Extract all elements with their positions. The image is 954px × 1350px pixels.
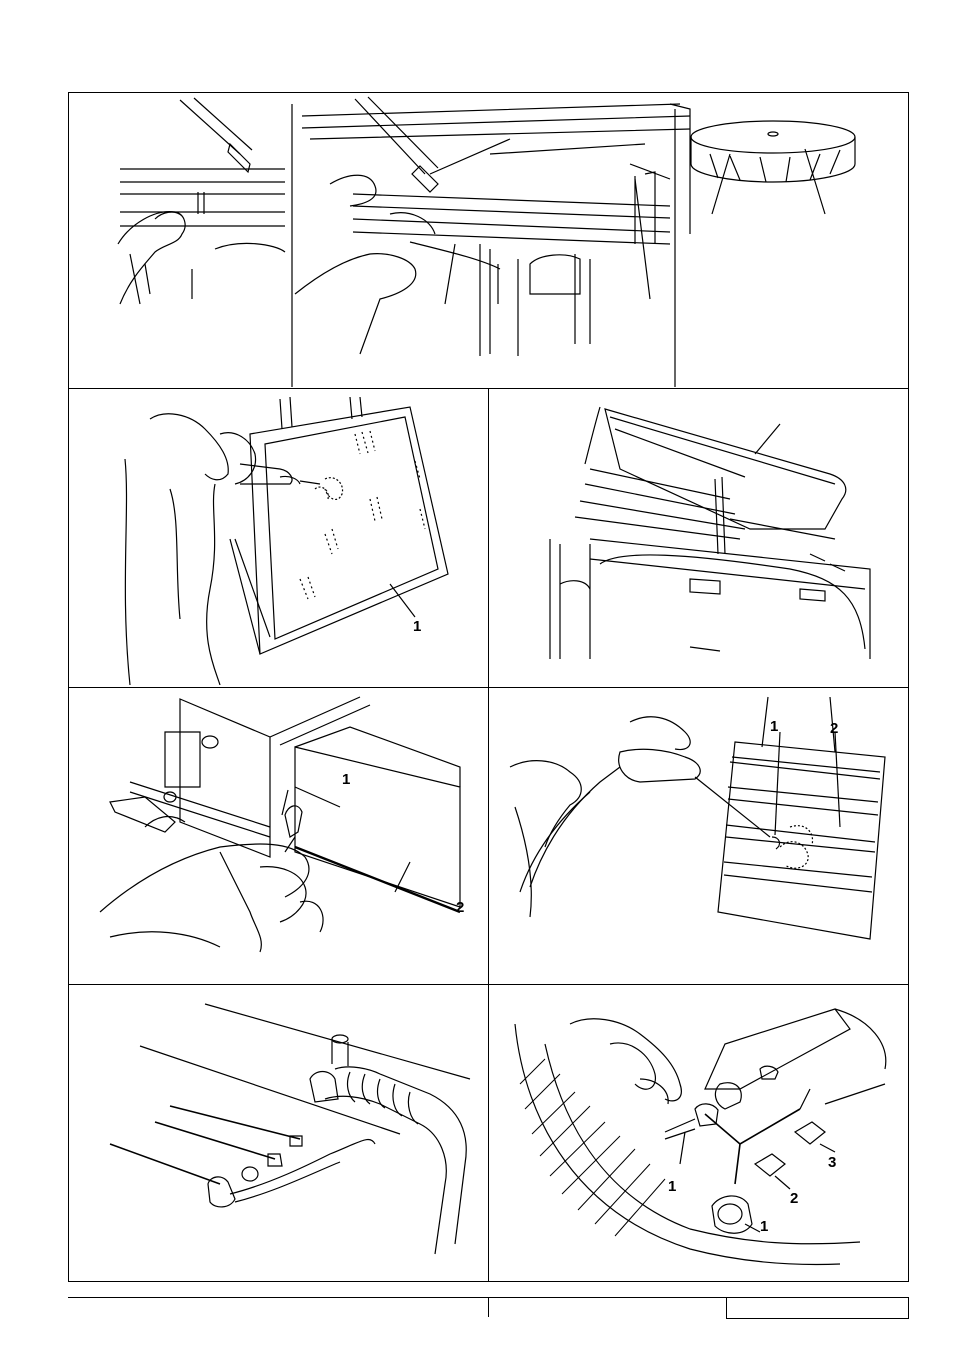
clamp [110,792,176,832]
leader-2 [835,732,840,827]
leader-1b [745,1224,760,1232]
nozzle-body [665,1009,886,1139]
callout-label: 1 [413,619,421,634]
fitting-and-parts [208,1072,375,1207]
leader-1 [390,584,415,617]
leader-3 [820,1144,835,1152]
leader-1a [680,1132,685,1164]
leader-2 [775,1176,790,1189]
machine-body [550,539,870,659]
housing [130,697,460,912]
callout-label: 1 [342,772,350,787]
hand [570,1019,681,1104]
column-divider [488,388,489,1281]
footer-divider [488,1297,489,1317]
panel-nozzle-hose [70,984,487,1280]
tank-curve [515,1024,860,1264]
spray-cloud [315,478,343,500]
panel-filter-spray: 1 [70,389,487,685]
hands-and-hose [125,414,320,685]
corrugated-hose [325,1067,466,1254]
footer-box [726,1297,909,1319]
callout-label: 2 [790,1191,798,1206]
hatching [520,1059,665,1236]
hands [510,717,690,917]
roller-left-illustration [118,98,285,304]
cover-ribs [575,469,745,554]
panel-roller-removal [70,94,908,387]
callout-label: 1 [668,1179,676,1194]
callout-label: 2 [456,900,464,915]
panel-coupling-exploded: 1 1 2 3 [490,984,907,1280]
grille [718,697,885,939]
leader-c [110,1144,220,1184]
wrench-and-hand [100,806,323,952]
brush-illustration [691,121,855,214]
panel-air-gun-grille: 1 2 [490,687,907,982]
filter-dots [300,431,425,599]
filter-frame [230,397,448,654]
cover-lid [585,407,846,529]
callout-label: 2 [830,721,838,736]
leader-a [170,1106,300,1139]
panel-open-cover [490,389,907,685]
panel-wrench-nozzle: 1 2 [70,687,487,982]
leader-1 [775,732,780,835]
roller-center-illustration [292,97,690,387]
callout-label: 1 [770,719,778,734]
pipes [140,1004,470,1134]
leader-cover [755,424,780,454]
callout-label: 1 [760,1219,768,1234]
callout-label: 3 [828,1155,836,1170]
